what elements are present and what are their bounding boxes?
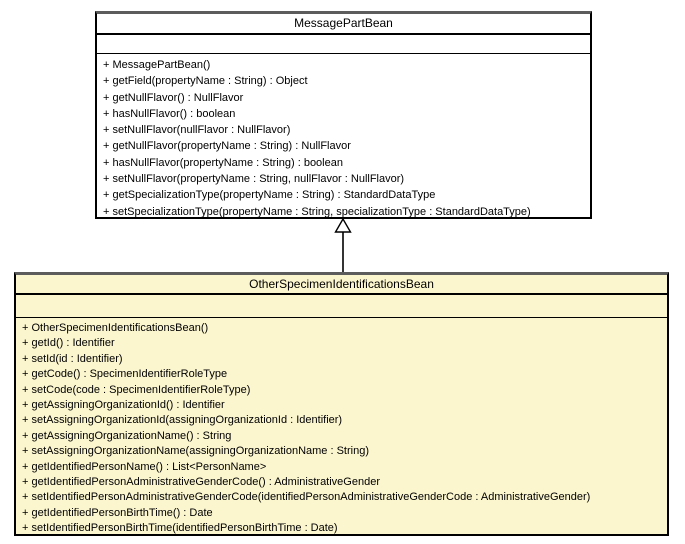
method-item: + setId(id : Identifier) — [22, 352, 123, 365]
class-box-messagepartbean: MessagePartBean + MessagePartBean() + ge… — [95, 11, 592, 219]
method-item: + setAssigningOrganizationName(assigning… — [22, 445, 369, 458]
class-box-otherspecimenidentificationsbean: OtherSpecimenIdentificationsBean + Other… — [14, 272, 669, 536]
class-name-otherspecimenidentificationsbean[interactable]: OtherSpecimenIdentificationsBean — [16, 275, 667, 295]
method-item: + setNullFlavor(nullFlavor : NullFlavor) — [103, 124, 291, 137]
method-item: + getIdentifiedPersonBirthTime() : Date — [22, 506, 213, 519]
method-item: + setIdentifiedPersonAdministrativeGende… — [22, 491, 591, 504]
method-item: + getIdentifiedPersonAdministrativeGende… — [22, 476, 380, 489]
method-item: + getId() : Identifier — [22, 337, 115, 350]
method-item: + setIdentifiedPersonBirthTime(identifie… — [22, 522, 338, 535]
method-item: + getField(propertyName : String) : Obje… — [103, 75, 308, 88]
method-item: + getSpecializationType(propertyName : S… — [103, 189, 436, 202]
method-item: + MessagePartBean() — [103, 59, 211, 71]
method-item: + getNullFlavor() : NullFlavor — [103, 91, 244, 104]
attributes-compartment-messagepartbean — [97, 35, 590, 54]
method-item: + hasNullFlavor() : boolean — [103, 107, 236, 120]
attributes-compartment-otherspecimenidentificationsbean — [16, 295, 667, 318]
method-item: + getAssigningOrganizationName() : Strin… — [22, 429, 232, 442]
method-item: + getCode() : SpecimenIdentifierRoleType — [22, 368, 228, 381]
method-item: + setAssigningOrganizationId(assigningOr… — [22, 414, 343, 427]
method-item: + hasNullFlavor(propertyName : String) :… — [103, 156, 343, 169]
method-item: + getIdentifiedPersonName() : List<Perso… — [22, 460, 267, 473]
method-item: + setCode(code : SpecimenIdentifierRoleT… — [22, 383, 251, 396]
inheritance-triangle-icon — [334, 217, 352, 233]
method-item: + OtherSpecimenIdentificationsBean() — [22, 322, 209, 334]
methods-compartment-otherspecimenidentificationsbean: + OtherSpecimenIdentificationsBean() + g… — [16, 318, 667, 537]
method-item: + getNullFlavor(propertyName : String) :… — [103, 140, 351, 153]
method-item: + setSpecializationType(propertyName : S… — [103, 205, 531, 218]
method-item: + getAssigningOrganizationId() : Identif… — [22, 399, 225, 412]
class-name-messagepartbean[interactable]: MessagePartBean — [97, 14, 590, 35]
methods-compartment-messagepartbean: + MessagePartBean() + getField(propertyN… — [97, 54, 590, 220]
method-item: + setNullFlavor(propertyName : String, n… — [103, 173, 405, 186]
